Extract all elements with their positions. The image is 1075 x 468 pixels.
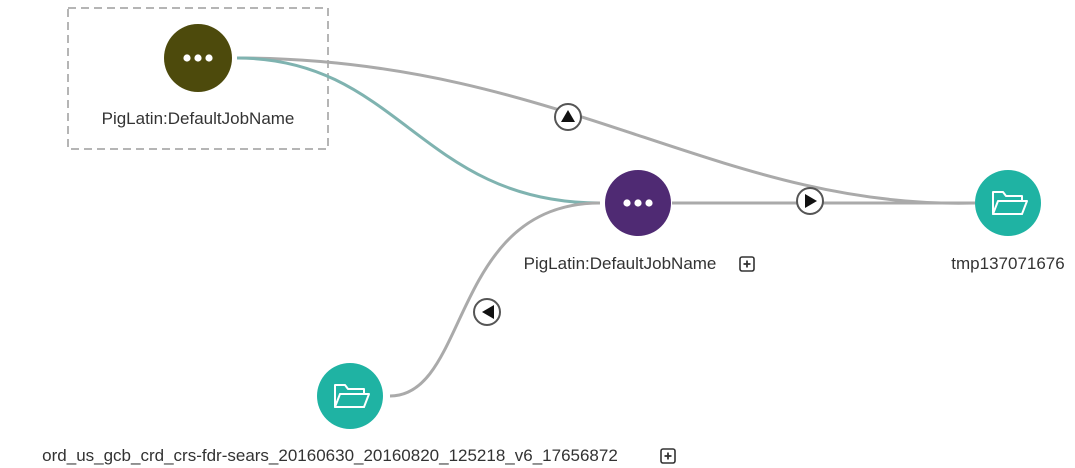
dataset-node-tmp-label: tmp137071676: [951, 254, 1064, 273]
folder-icon: [992, 191, 1028, 215]
job-node-1[interactable]: PigLatin:DefaultJobName: [102, 24, 295, 128]
dataset-node-input-label: ord_us_gcb_crd_crs-fdr-sears_20160630_20…: [42, 446, 618, 465]
selection-box: [67, 7, 329, 150]
arrow-left-icon[interactable]: [473, 298, 501, 326]
arrow-right-icon[interactable]: [796, 187, 824, 215]
job-node-2-label: PigLatin:DefaultJobName: [524, 254, 717, 273]
job-node-1-label: PigLatin:DefaultJobName: [102, 109, 295, 128]
job-node-2[interactable]: PigLatin:DefaultJobName: [524, 170, 755, 273]
folder-icon: [334, 384, 370, 408]
ellipsis-icon: [183, 54, 213, 62]
edge-input-to-job2[interactable]: [389, 201, 601, 398]
edge-job1-to-job2[interactable]: [236, 56, 601, 205]
ellipsis-icon: [623, 199, 653, 207]
edge-job1-to-tmp[interactable]: [236, 56, 976, 205]
expand-icon[interactable]: [660, 448, 676, 464]
dataset-node-input[interactable]: ord_us_gcb_crd_crs-fdr-sears_20160630_20…: [42, 363, 676, 465]
arrow-up-icon[interactable]: [554, 103, 582, 131]
dataset-node-tmp[interactable]: tmp137071676: [951, 170, 1065, 273]
expand-icon[interactable]: [739, 256, 755, 272]
